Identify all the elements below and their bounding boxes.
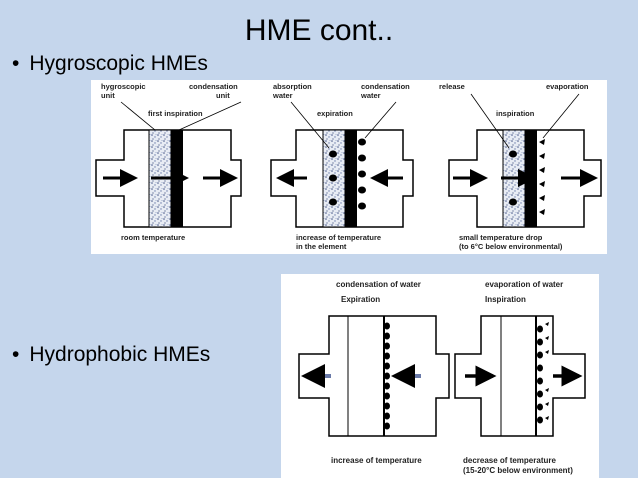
label: Expiration bbox=[341, 295, 380, 304]
hydro-panel-1: condensation of water Expiration increas… bbox=[298, 280, 450, 465]
label: water bbox=[272, 91, 293, 100]
hygro-panel-3: release evaporation inspiration small te… bbox=[439, 82, 602, 251]
hygroscopic-diagram: hygroscopic unit condensation unit first… bbox=[91, 80, 607, 254]
hygro-panel-1: hygroscopic unit condensation unit first… bbox=[95, 82, 242, 242]
label: condensation bbox=[189, 82, 238, 91]
label: increase of temperature bbox=[331, 456, 422, 465]
label: condensation of water bbox=[336, 280, 421, 289]
label: decrease of temperature bbox=[463, 456, 556, 465]
hygro-panel-2: absorption water condensation water expi… bbox=[270, 82, 414, 251]
label: room temperature bbox=[121, 233, 185, 242]
label: increase of temperature bbox=[296, 233, 381, 242]
label: Inspiration bbox=[485, 295, 526, 304]
hydro-panel-2: evaporation of water Inspiration decreas… bbox=[454, 280, 586, 475]
label: evaporation of water bbox=[485, 280, 563, 289]
bullet-hygroscopic: • Hygroscopic HMEs bbox=[12, 52, 208, 76]
bullet-marker: • bbox=[12, 52, 20, 75]
label: condensation bbox=[361, 82, 410, 91]
hydrophobic-diagram-svg: condensation of water Expiration increas… bbox=[298, 280, 586, 475]
bullet-hydrophobic: • Hydrophobic HMEs bbox=[12, 343, 210, 367]
bullet-text: Hydrophobic HMEs bbox=[29, 343, 211, 366]
bullet-marker: • bbox=[12, 343, 20, 366]
label: hygroscopic bbox=[101, 82, 146, 91]
label: first inspiration bbox=[148, 109, 203, 118]
label: absorption bbox=[273, 82, 312, 91]
bullet-text: Hygroscopic HMEs bbox=[29, 52, 208, 75]
label: release bbox=[439, 82, 465, 91]
label: inspiration bbox=[496, 109, 535, 118]
label: (15-20°C below environment) bbox=[463, 466, 573, 475]
label: (to 6°C below environmental) bbox=[459, 242, 563, 251]
label: small temperature drop bbox=[459, 233, 543, 242]
label: in the element bbox=[296, 242, 347, 251]
label: unit bbox=[101, 91, 115, 100]
label: unit bbox=[216, 91, 230, 100]
label: expiration bbox=[317, 109, 353, 118]
slide-title: HME cont.. bbox=[244, 14, 394, 47]
label: evaporation bbox=[546, 82, 589, 91]
hydrophobic-diagram: condensation of water Expiration increas… bbox=[281, 274, 599, 478]
label: water bbox=[360, 91, 381, 100]
hygroscopic-diagram-svg: hygroscopic unit condensation unit first… bbox=[95, 82, 602, 251]
